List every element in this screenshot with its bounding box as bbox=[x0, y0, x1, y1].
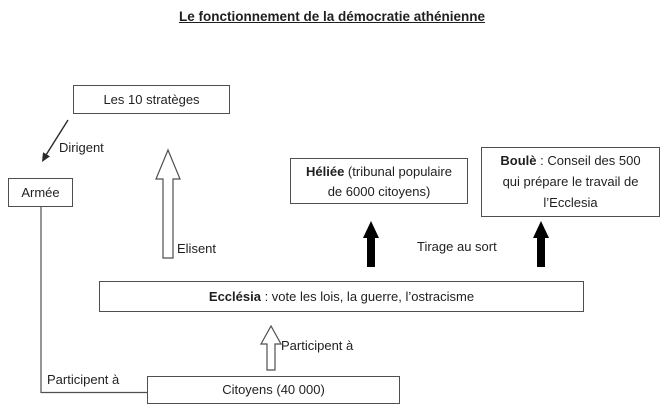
box-armee: Armée bbox=[8, 178, 73, 207]
box-ecclesia-label-rest: : vote les lois, la guerre, l’ostracisme bbox=[260, 289, 475, 304]
tirage-arrow-heliee bbox=[363, 221, 379, 267]
label-participent-ecclesia: Participent à bbox=[281, 338, 354, 353]
box-strateges: Les 10 stratèges bbox=[73, 85, 230, 114]
box-heliee: Héliée (tribunal populaire de 6000 citoy… bbox=[290, 158, 468, 204]
participent-hollow-arrow bbox=[259, 324, 283, 371]
box-boule-line1: Boulè : Conseil des 500 bbox=[500, 153, 641, 168]
label-dirigent: Dirigent bbox=[59, 140, 104, 155]
box-heliee-line2: de 6000 citoyens) bbox=[327, 184, 431, 199]
box-citoyens-label: Citoyens (40 000) bbox=[222, 382, 325, 397]
box-armee-label: Armée bbox=[21, 185, 60, 200]
diagram-title: Le fonctionnement de la démocratie athén… bbox=[178, 9, 486, 24]
armee-citoyens-connector-line bbox=[40, 207, 147, 394]
elisent-hollow-arrow bbox=[155, 148, 181, 259]
tirage-arrow-boule bbox=[533, 221, 549, 267]
box-boule-line2: qui prépare le travail de bbox=[502, 174, 639, 189]
box-boule-line3: l’Ecclesia bbox=[543, 195, 598, 210]
box-citoyens: Citoyens (40 000) bbox=[147, 376, 400, 404]
label-tirage-au-sort: Tirage au sort bbox=[417, 239, 497, 254]
box-heliee-line1: Héliée (tribunal populaire bbox=[306, 164, 452, 179]
box-ecclesia: Ecclésia : vote les lois, la guerre, l’o… bbox=[99, 281, 584, 312]
box-boule: Boulè : Conseil des 500 qui prépare le t… bbox=[481, 147, 660, 217]
box-ecclesia-label-bold: Ecclésia bbox=[208, 289, 261, 304]
box-strateges-label: Les 10 stratèges bbox=[103, 92, 200, 107]
dirigent-arrowhead bbox=[42, 152, 50, 162]
label-elisent: Elisent bbox=[177, 241, 217, 256]
dirigent-arrow-line bbox=[45, 119, 69, 156]
label-participent-armee: Participent à bbox=[47, 372, 120, 387]
